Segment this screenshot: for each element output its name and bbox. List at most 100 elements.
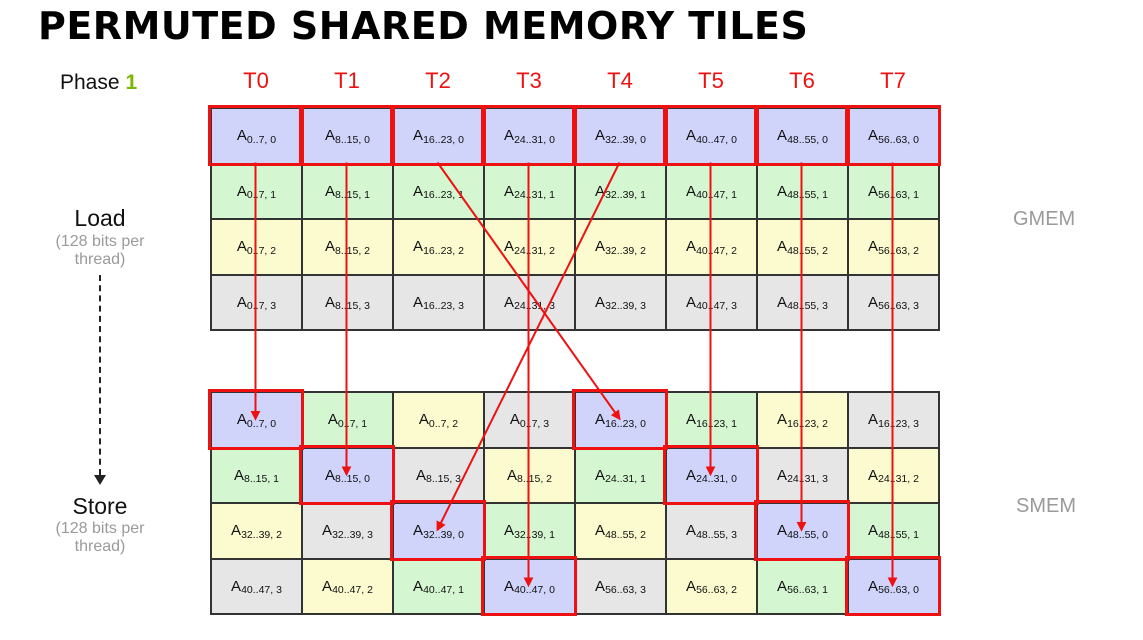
tile-subscript: 8..15, 1 xyxy=(243,473,280,486)
tile-base: A xyxy=(868,466,879,484)
tile-base: A xyxy=(418,411,429,429)
tile-base: A xyxy=(413,238,424,256)
tile-base: A xyxy=(777,182,788,200)
phase-text: Phase xyxy=(60,71,120,94)
tile-subscript: 24..31, 3 xyxy=(787,473,828,486)
tile-subscript: 16..23, 1 xyxy=(696,417,737,430)
tile-base: A xyxy=(324,127,335,145)
tile-base: A xyxy=(231,577,242,595)
tile-subscript: 40..47, 1 xyxy=(696,189,737,202)
tile-base: A xyxy=(504,293,515,311)
tile-base: A xyxy=(777,293,788,311)
tile-subscript: 16..23, 1 xyxy=(423,189,464,202)
tile-subscript: 24..31, 0 xyxy=(696,473,737,486)
tile-subscript: 48..55, 3 xyxy=(787,300,828,313)
store-label: Store xyxy=(72,493,128,519)
tile-subscript: 24..31, 2 xyxy=(878,473,919,486)
tile-base: A xyxy=(595,466,606,484)
tile-base: A xyxy=(324,238,335,256)
tile-base: A xyxy=(595,522,606,540)
tile-base: A xyxy=(413,577,424,595)
tile-base: A xyxy=(504,127,515,145)
tile-subscript: 40..47, 2 xyxy=(332,584,373,597)
tile-subscript: 8..15, 0 xyxy=(334,133,371,146)
slide-title: PERMUTED SHARED MEMORY TILES xyxy=(38,4,809,48)
tile-base: A xyxy=(413,127,424,145)
thread-label-t3: T3 xyxy=(516,68,542,93)
tile-subscript: 56..63, 0 xyxy=(878,584,919,597)
tile-subscript: 24..31, 1 xyxy=(605,473,646,486)
tile-subscript: 40..47, 1 xyxy=(423,584,464,597)
tile-base: A xyxy=(777,522,788,540)
tile-base: A xyxy=(413,293,424,311)
tile-base: A xyxy=(777,577,788,595)
tile-base: A xyxy=(504,182,515,200)
dashed-arrowhead-icon xyxy=(94,475,106,485)
tile-base: A xyxy=(595,182,606,200)
tile-subscript: 16..23, 2 xyxy=(423,244,464,257)
tile-subscript: 24..31, 2 xyxy=(514,244,555,257)
tile-base: A xyxy=(777,466,788,484)
tile-subscript: 0..7, 3 xyxy=(519,417,550,430)
tile-subscript: 32..39, 3 xyxy=(332,528,373,541)
thread-label-t4: T4 xyxy=(607,68,633,93)
tile-base: A xyxy=(324,466,335,484)
tile-subscript: 0..7, 2 xyxy=(246,244,277,257)
tile-subscript: 32..39, 2 xyxy=(241,528,282,541)
tile-base: A xyxy=(868,127,879,145)
tile-base: A xyxy=(595,293,606,311)
tile-subscript: 32..39, 0 xyxy=(605,133,646,146)
tile-subscript: 0..7, 2 xyxy=(428,417,459,430)
tile-base: A xyxy=(777,127,788,145)
tile-subscript: 24..31, 3 xyxy=(514,300,555,313)
thread-label-t2: T2 xyxy=(425,68,451,93)
tile-subscript: 48..55, 3 xyxy=(696,528,737,541)
tile-base: A xyxy=(686,577,697,595)
tile-subscript: 24..31, 0 xyxy=(514,133,555,146)
tile-subscript: 56..63, 3 xyxy=(878,300,919,313)
tile-base: A xyxy=(868,522,879,540)
tile-base: A xyxy=(236,411,247,429)
tile-base: A xyxy=(686,182,697,200)
tile-subscript: 32..39, 3 xyxy=(605,300,646,313)
tile-base: A xyxy=(595,411,606,429)
tile-base: A xyxy=(777,411,788,429)
tile-subscript: 16..23, 3 xyxy=(878,417,919,430)
tile-subscript: 8..15, 0 xyxy=(334,473,371,486)
tile-subscript: 56..63, 3 xyxy=(605,584,646,597)
tile-subscript: 8..15, 2 xyxy=(516,473,553,486)
tile-subscript: 56..63, 0 xyxy=(878,133,919,146)
tile-subscript: 16..23, 2 xyxy=(787,417,828,430)
